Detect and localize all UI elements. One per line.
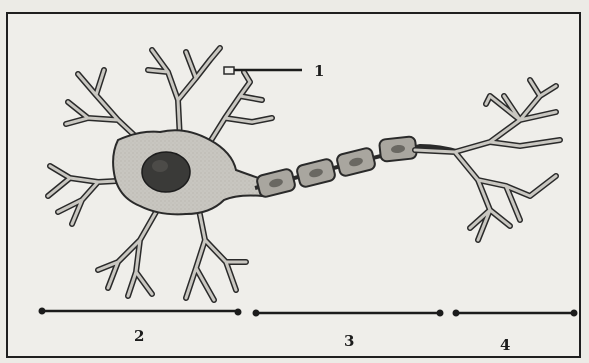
label-1-box — [224, 67, 234, 74]
nucleus-highlight — [152, 160, 168, 172]
dimension-lines — [42, 311, 574, 313]
nucleus — [142, 152, 190, 192]
label-4: 4 — [500, 336, 510, 354]
axon-terminals — [415, 80, 560, 240]
label-2: 2 — [134, 327, 144, 345]
label-1: 1 — [314, 62, 324, 80]
label-3: 3 — [344, 332, 354, 350]
